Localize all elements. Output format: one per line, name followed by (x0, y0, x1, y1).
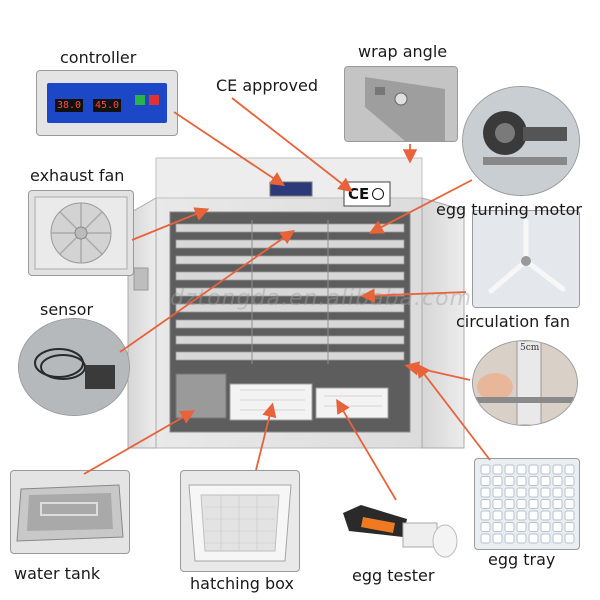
egg-tray-cell (516, 476, 527, 486)
label-water-tank: water tank (14, 564, 101, 583)
water-tank-drawer (175, 373, 227, 419)
egg-tray-cell (492, 522, 503, 532)
controller-thumbnail: 38.0 45.0 (36, 70, 178, 136)
egg-tray-cell (528, 499, 539, 509)
ce-extra-mark (372, 188, 384, 200)
egg-tray-cell (564, 476, 575, 486)
ruler-mark: 5cm (520, 343, 540, 353)
label-exhaust-fan: exhaust fan (30, 166, 125, 185)
egg-tray-cell (528, 522, 539, 532)
egg-tray-cell (540, 522, 551, 532)
egg-tray-cell (492, 487, 503, 498)
display-temp: 38.0 (55, 99, 84, 112)
egg-tester-thumbnail (336, 498, 464, 560)
egg-tray-cell (480, 476, 491, 486)
egg-tray-cell (552, 487, 563, 498)
egg-tray-cell (504, 533, 515, 544)
egg-tray-cell (516, 487, 527, 498)
egg-tray-cell (504, 487, 515, 498)
egg-tray-cell (528, 464, 539, 475)
egg-tray-cell (504, 522, 515, 532)
egg-tray-cell (528, 487, 539, 498)
egg-tray-cell (540, 510, 551, 521)
egg-tray-cell (480, 510, 491, 521)
water-tank-thumbnail (10, 470, 130, 554)
egg-tray-cell (480, 487, 491, 498)
egg-tray-cell (564, 522, 575, 532)
egg-tray-cell (504, 510, 515, 521)
egg-tray-cell (564, 499, 575, 509)
egg-tray-cell (528, 510, 539, 521)
label-wrap-angle: wrap angle (358, 42, 448, 61)
hatching-basket-right (315, 387, 389, 419)
cabinet-controller (269, 181, 313, 197)
egg-tray-cell (564, 510, 575, 521)
display-humidity: 45.0 (93, 99, 122, 112)
egg-tray-cell (504, 476, 515, 486)
egg-tray-cell (480, 499, 491, 509)
egg-tray-cell (552, 522, 563, 532)
egg-tray-cell (480, 522, 491, 532)
egg-tray-cell (564, 487, 575, 498)
hatching-box-thumbnail (180, 470, 300, 572)
label-ce-approved: CE approved (216, 76, 318, 95)
egg-tray-cell (540, 499, 551, 509)
wrap-angle-thumbnail (344, 66, 458, 142)
label-egg-turning-motor: egg turning motor (436, 200, 582, 219)
label-controller: controller (60, 48, 137, 67)
red-button (149, 95, 159, 105)
egg-tray-cell (540, 487, 551, 498)
exhaust-fan-thumbnail (28, 190, 134, 276)
egg-tray-cell (480, 533, 491, 544)
door-window (133, 267, 149, 291)
egg-tray-cell (492, 533, 503, 544)
egg-tray-cell (504, 464, 515, 475)
sensor-thumbnail (18, 318, 130, 416)
egg-tray-cell (528, 533, 539, 544)
egg-tray-cell (564, 464, 575, 475)
label-egg-tester: egg tester (352, 566, 435, 585)
egg-tray-cell (564, 533, 575, 544)
egg-tray-cell (480, 464, 491, 475)
egg-tray-cell (516, 533, 527, 544)
egg-tray-cell (492, 499, 503, 509)
egg-tray-cell (552, 476, 563, 486)
watermark: dztongda.en.alibaba.com (170, 286, 472, 311)
egg-tray-cell (552, 464, 563, 475)
egg-turning-motor-thumbnail (462, 86, 580, 196)
label-sensor: sensor (40, 300, 94, 319)
green-button (135, 95, 145, 105)
egg-tray-cell (492, 476, 503, 486)
egg-tray-cell (504, 499, 515, 509)
egg-tray-cell (492, 510, 503, 521)
egg-tray-cell (540, 464, 551, 475)
egg-tray-cell (516, 510, 527, 521)
egg-tray-cell (540, 476, 551, 486)
hatching-basket-left (229, 383, 313, 421)
egg-tray-thumbnail (474, 458, 580, 550)
label-hatching-box: hatching box (190, 574, 294, 593)
egg-tray-cell (552, 499, 563, 509)
ce-mark: CE (348, 185, 370, 203)
egg-tray-cell (540, 533, 551, 544)
egg-tray-cell (552, 510, 563, 521)
egg-tray-cell (492, 464, 503, 475)
label-circulation-fan: circulation fan (456, 312, 570, 331)
circulation-fan-thumbnail (472, 210, 580, 308)
egg-tray-cell (552, 533, 563, 544)
egg-tray-cell (516, 522, 527, 532)
egg-tray-cell (528, 476, 539, 486)
egg-tray-cell (516, 499, 527, 509)
label-egg-tray: egg tray (488, 550, 556, 569)
egg-tray-cell (516, 464, 527, 475)
